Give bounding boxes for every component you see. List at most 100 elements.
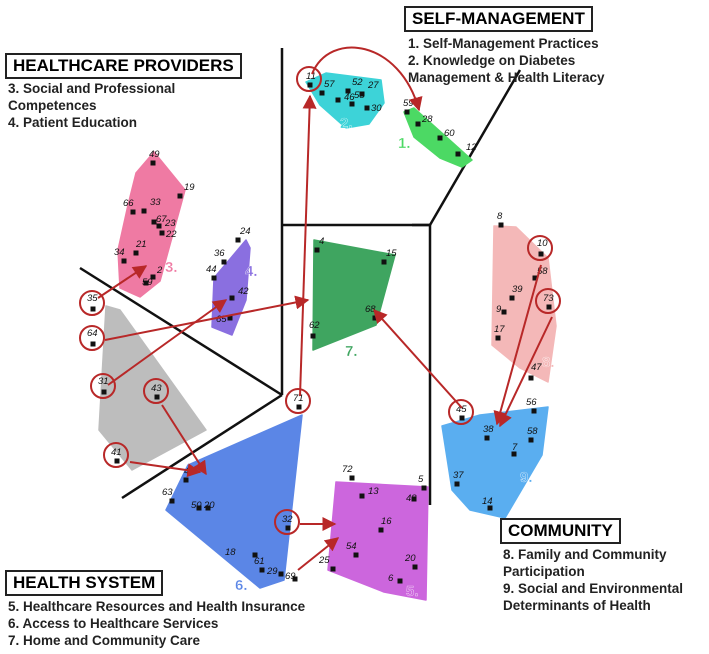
point-marker	[159, 230, 165, 236]
point-label: 37	[453, 470, 464, 481]
cluster-polygons	[98, 72, 557, 601]
point-label: 35	[87, 293, 98, 304]
health-system-item: 6. Access to Healthcare Services	[8, 616, 219, 631]
point-label: 20	[203, 500, 215, 511]
point-marker	[359, 493, 365, 499]
point-marker	[205, 505, 211, 511]
community-item: 8. Family and Community	[503, 547, 667, 562]
point-marker	[412, 564, 418, 570]
point-label: 15	[386, 248, 397, 259]
point-label: 60	[444, 128, 455, 139]
point-marker	[415, 121, 421, 127]
point-label: 69	[285, 571, 296, 582]
point-marker	[532, 275, 538, 281]
point-marker	[349, 475, 355, 481]
community-item: Determinants of Health	[503, 598, 651, 613]
point-label: 46	[344, 92, 355, 103]
self-management-item: Management & Health Literacy	[408, 70, 605, 85]
self-management-title: SELF-MANAGEMENT	[404, 6, 593, 32]
point-marker	[310, 333, 316, 339]
point-marker	[345, 88, 351, 94]
point-label: 65	[216, 314, 227, 325]
point-marker	[498, 222, 504, 228]
point-label: 12	[466, 142, 477, 153]
point-marker	[378, 527, 384, 533]
point-marker	[372, 315, 378, 321]
point-label: 36	[214, 248, 225, 259]
point-label: 58	[527, 426, 538, 437]
point-marker	[259, 567, 265, 573]
highlight-circle	[79, 325, 105, 351]
point-marker	[404, 109, 410, 115]
health-system-list: 5. Healthcare Resources and Health Insur…	[8, 598, 305, 649]
cluster-number-label: 7.	[345, 343, 358, 360]
point-marker	[221, 259, 227, 265]
arrow-31-to-4	[107, 299, 228, 386]
arrow-73-to-45	[499, 316, 553, 428]
point-marker	[252, 552, 258, 558]
cluster-number-label: 4.	[245, 263, 258, 280]
point-marker	[349, 101, 355, 107]
cluster-gray-polygon	[98, 305, 207, 471]
point-marker	[150, 160, 156, 166]
point-marker	[169, 498, 175, 504]
arrow-10-to-45	[493, 264, 542, 426]
point-marker	[156, 223, 162, 229]
health-system-title: HEALTH SYSTEM	[5, 570, 164, 596]
point-label: 19	[184, 182, 195, 193]
point-marker	[495, 335, 501, 341]
point-marker	[285, 525, 291, 531]
self-management-item: 1. Self-Management Practices	[408, 36, 599, 51]
point-label: 50	[191, 500, 202, 511]
point-markers	[90, 82, 552, 584]
cluster-number-label: 8.	[542, 354, 555, 371]
healthcare-providers-item: 4. Patient Education	[8, 115, 138, 130]
arrow-71-to-11	[299, 94, 317, 397]
point-label: 33	[150, 197, 161, 208]
point-marker	[235, 237, 241, 243]
point-marker	[459, 415, 465, 421]
point-label: 9	[496, 304, 502, 315]
point-label: 48	[406, 493, 417, 504]
arrow-35-to-3	[97, 265, 148, 299]
point-label: 30	[371, 103, 382, 114]
point-marker	[196, 505, 202, 511]
healthcare-providers-item: Competences	[8, 98, 97, 113]
point-label: 47	[531, 362, 542, 373]
cluster-number-label: 2.	[340, 115, 353, 132]
point-label: 58	[537, 266, 548, 277]
point-label: 53	[354, 90, 365, 101]
cluster-number-label: 9.	[520, 469, 533, 486]
cluster-number-label: 6.	[235, 577, 248, 594]
cluster-7-polygon	[312, 239, 396, 351]
community-item: Participation	[503, 564, 585, 579]
highlight-circles	[79, 66, 561, 535]
point-label: 39	[512, 284, 523, 295]
point-label: 24	[239, 226, 251, 237]
arrow-41-to-6	[129, 461, 202, 478]
point-label: 4	[319, 236, 324, 247]
highlight-circle	[90, 373, 116, 399]
point-marker	[538, 251, 544, 257]
cluster-number-label: 1.	[398, 135, 411, 152]
healthcare-providers-list: 3. Social and Professional Competences 4…	[8, 80, 175, 131]
point-marker	[319, 90, 325, 96]
point-marker	[454, 481, 460, 487]
point-marker	[397, 578, 403, 584]
point-label: 13	[368, 486, 379, 497]
point-label: 6	[388, 573, 394, 584]
highlight-circle	[79, 290, 105, 316]
point-label: 20	[404, 553, 416, 564]
point-label: 29	[266, 566, 278, 577]
health-system-item: 5. Healthcare Resources and Health Insur…	[8, 599, 306, 614]
point-marker	[151, 219, 157, 225]
point-label: 23	[164, 218, 176, 229]
point-marker	[121, 258, 127, 264]
point-marker	[141, 208, 147, 214]
healthcare-providers-title: HEALTHCARE PROVIDERS	[5, 53, 242, 79]
point-marker	[314, 247, 320, 253]
cluster-5-polygon	[327, 481, 429, 601]
point-label: 72	[342, 464, 353, 475]
